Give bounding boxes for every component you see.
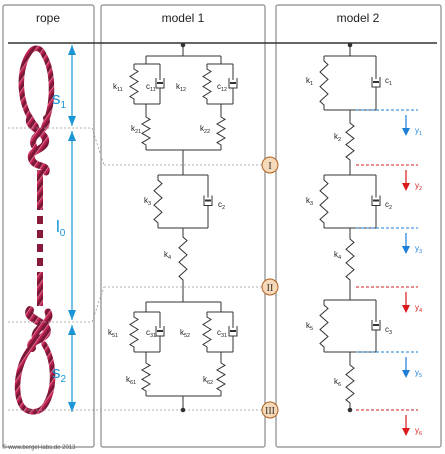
label-k52: k52 (180, 328, 190, 339)
label-m2-k1: k1 (306, 76, 313, 87)
marker-III: III (261, 401, 279, 419)
m1-kelvin-51-damper (155, 312, 165, 352)
m1-kelvin-3-damper (203, 175, 213, 228)
m1-spring-k21 (141, 112, 151, 150)
label-m2-c1: c1 (385, 76, 392, 87)
m1-kelvin-11 (129, 63, 165, 105)
m2-bottom-node (347, 407, 353, 413)
label-k51: k51 (108, 328, 118, 339)
m1-kelvin-3-spring (153, 175, 163, 228)
label-c11: c11 (146, 82, 156, 93)
label-c2: c2 (218, 200, 225, 211)
m1-kelvin-52-damper (228, 312, 238, 352)
displacement-y1: y1 (356, 109, 422, 137)
displacement-y2: y2 (356, 164, 422, 192)
guide-lines (8, 127, 270, 411)
rope-title: rope (36, 11, 60, 25)
label-m2-c3: c3 (385, 325, 392, 336)
m2-kelvin-1-spring (319, 56, 329, 110)
label-c31b: c31 (217, 328, 227, 339)
copyright-notice: © www.bergel-labs.de 2013 (2, 445, 76, 451)
label-k4: k4 (164, 250, 171, 261)
m1-kelvin-11-spring (129, 64, 139, 104)
m1-bottom-node (180, 407, 186, 413)
label-m2-k3: k3 (306, 196, 313, 207)
rope-dimensions (68, 45, 76, 412)
m1-spring-k61 (141, 358, 151, 396)
model2-panel (275, 4, 442, 448)
displacement-arrows: y1 y2 y3 y4 y5 y6 (356, 109, 422, 437)
model2-title: model 2 (337, 11, 380, 25)
l0-label: l0 (56, 217, 66, 239)
m1-kelvin-52 (202, 311, 238, 353)
displacement-label: y6 (415, 426, 422, 437)
m2-spring-k2 (345, 118, 355, 165)
model1-panel (100, 4, 266, 448)
label-m2-k4: k4 (334, 250, 341, 261)
marker-label: I (268, 161, 271, 172)
m1-spring-k4 (178, 232, 188, 285)
m2-kelvin-1-damper (371, 56, 381, 110)
s2-label: s2 (52, 363, 67, 385)
label-c12: c12 (217, 82, 227, 93)
m2-kelvin-3-spring (319, 175, 329, 228)
model1-labels: k11 c11 k12 c12 k21 k22 k3 c2 k4 k51 c31… (108, 82, 227, 386)
marker-label: II (267, 283, 274, 294)
rope-illustration (14, 45, 56, 415)
displacement-label: y4 (415, 303, 422, 314)
m2-spring-k4 (345, 234, 355, 285)
marker-label: III (265, 406, 275, 417)
displacement-y3: y3 (356, 227, 422, 255)
m2-kelvin-5-spring (319, 300, 329, 352)
displacement-y6: y6 (356, 409, 422, 437)
s1-label: s1 (52, 89, 67, 111)
m1-kelvin-12-spring (202, 64, 212, 104)
m1-kelvin-52-spring (202, 312, 212, 352)
label-k22: k22 (200, 124, 210, 135)
label-k12: k12 (176, 82, 186, 93)
marker-I: I (261, 156, 279, 174)
displacement-label: y5 (415, 368, 422, 379)
m2-kelvin-5-damper (371, 300, 381, 352)
m1-kelvin-51 (129, 311, 165, 353)
m2-kelvin-3-damper (371, 175, 381, 228)
m1-spring-k22 (216, 112, 226, 150)
displacement-label: y3 (415, 244, 422, 255)
model1-title: model 1 (162, 11, 205, 25)
displacement-label: y2 (415, 181, 422, 192)
model1-network (129, 42, 238, 413)
displacement-y5: y5 (356, 351, 422, 379)
label-k21: k21 (131, 124, 141, 135)
m1-kelvin-51-spring (129, 312, 139, 352)
label-k62: k62 (203, 375, 213, 386)
label-k3: k3 (144, 196, 151, 207)
displacement-label: y1 (415, 126, 422, 137)
label-k11: k11 (113, 82, 123, 93)
m1-spring-k62 (216, 358, 226, 396)
label-m2-k6: k6 (334, 377, 341, 388)
label-m2-c2: c2 (385, 200, 392, 211)
marker-II: II (261, 278, 279, 296)
m1-kelvin-12 (202, 63, 238, 105)
m1-kelvin-11-damper (155, 64, 165, 104)
displacement-y4: y4 (356, 286, 422, 314)
label-m2-k5: k5 (306, 321, 313, 332)
m2-spring-k6 (345, 360, 355, 408)
label-c31a: c31 (146, 328, 156, 339)
model2-labels: k1 c1 k2 k3 c2 k4 k5 c3 k6 (306, 76, 392, 388)
label-m2-k2: k2 (334, 132, 341, 143)
label-k61: k61 (126, 375, 136, 386)
m1-kelvin-12-damper (228, 64, 238, 104)
